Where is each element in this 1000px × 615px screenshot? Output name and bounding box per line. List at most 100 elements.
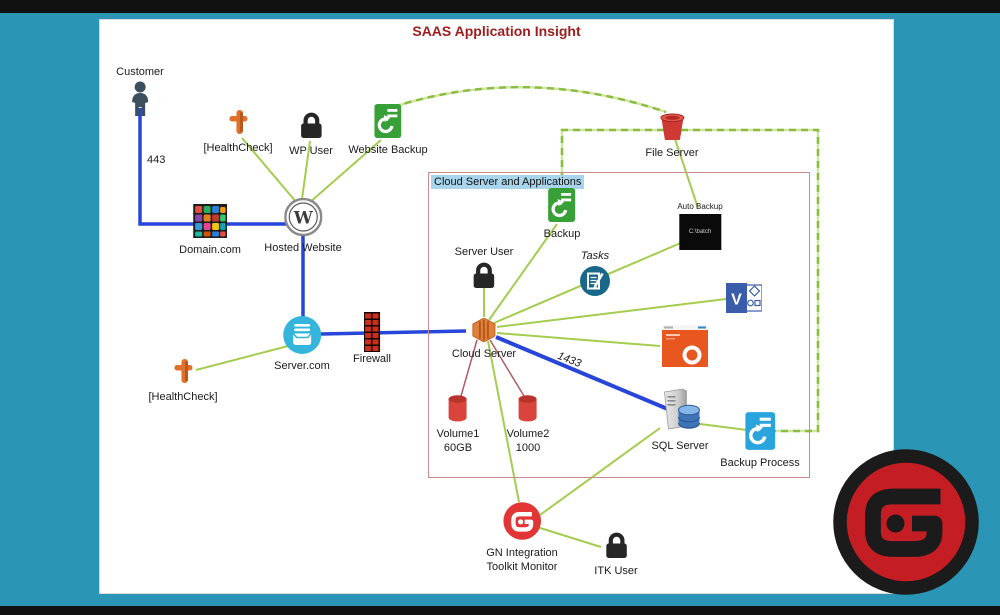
console-window-icon: C:\batch (679, 213, 721, 250)
server-com-label: Server.com (274, 360, 330, 372)
edge-hosted-healthcheck (241, 137, 298, 204)
cloud-server-label: Cloud Server (451, 348, 517, 360)
person-icon (127, 81, 153, 122)
padlock-icon (601, 531, 631, 564)
node-volume2: Volume2 1000 (506, 394, 550, 455)
bottom-black-bar (0, 606, 1000, 615)
node-backup-process: Backup Process (720, 411, 800, 470)
auto-backup-label: Auto Backup (677, 202, 723, 211)
g-logo-icon (833, 449, 979, 595)
hexagon-server-icon (471, 317, 497, 347)
edge-cloudserver-office (496, 332, 661, 347)
backup-green-icon (548, 188, 576, 227)
page-title: SAAS Application Insight (412, 23, 581, 39)
svg-text:V: V (731, 292, 742, 309)
edge-cloudserver-visio (496, 298, 727, 328)
node-domain: Domain.com (179, 204, 241, 257)
volume1-size: 60GB (443, 442, 473, 455)
customer-label: Customer (116, 66, 164, 78)
volume2-label: Volume2 (506, 428, 550, 440)
backup-blue-icon (744, 411, 775, 456)
edge-sqlserver-gnmonitor (539, 427, 661, 516)
node-sql-server: SQL Server (651, 388, 709, 453)
node-hosted-website: W Hosted Website (264, 197, 342, 255)
edge-cloudserver-gnmonitor (487, 340, 520, 503)
node-firewall: Firewall (353, 312, 391, 366)
app-grid-icon (193, 204, 227, 243)
file-server-label: File Server (645, 147, 699, 159)
edge-websitebackup-fileserver (392, 85, 667, 114)
node-website-backup: Website Backup (348, 104, 428, 157)
padlock-icon (469, 261, 499, 294)
edge-gnmonitor-itkuser (536, 526, 602, 548)
edge-cloudserver-sqlserver (495, 335, 671, 412)
node-wp-user: WP User (289, 111, 333, 158)
visio-icon: V (726, 283, 763, 318)
brand-logo (831, 447, 981, 597)
firewall-label: Firewall (353, 353, 391, 365)
node-healthcheck-server: [HealthCheck] (148, 357, 218, 404)
volume2-size: 1000 (515, 442, 541, 455)
edges-layer (138, 85, 820, 548)
node-auto-backup: Auto Backup C:\batch (677, 202, 723, 250)
bucket-icon (658, 111, 686, 146)
tasks-label: Tasks (580, 250, 610, 262)
node-server-com: Server.com (274, 316, 330, 373)
wordpress-icon: W (283, 197, 323, 241)
svg-text:W: W (292, 209, 313, 229)
edge-fileserver-autobackup (674, 138, 699, 209)
port-443-label: 443 (147, 154, 166, 166)
auto-backup-screen-text: C:\batch (688, 228, 712, 235)
edge-sqlserver-backupprocess (699, 423, 748, 431)
gn-monitor-label-line1: GN Integration (486, 547, 558, 559)
domain-label: Domain.com (179, 244, 241, 256)
edge-hosted-websitebackup (308, 139, 382, 204)
edge-backup-fileserver-backupprocess (560, 128, 820, 433)
node-office (662, 325, 708, 372)
healthcheck-icon (170, 357, 196, 390)
edge-servercom-healthcheck (195, 345, 289, 371)
node-cloud-server: Cloud Server (451, 317, 517, 361)
website-backup-label: Website Backup (348, 144, 428, 156)
node-backup: Backup (544, 188, 580, 241)
cloud-server-group-box: Cloud Server and Applications (428, 172, 810, 478)
node-healthcheck-web: [HealthCheck] (203, 108, 273, 155)
sql-server-label: SQL Server (651, 440, 709, 452)
node-customer: Customer (116, 66, 164, 122)
healthcheck-web-label: [HealthCheck] (203, 142, 273, 154)
padlock-icon (296, 111, 326, 144)
hosted-website-label: Hosted Website (264, 242, 342, 254)
edge-customer-domain (138, 108, 287, 226)
firewall-icon (364, 312, 380, 352)
gn-monitor-label-line2: Toolkit Monitor (486, 561, 558, 574)
node-itk-user: ITK User (594, 531, 638, 578)
healthcheck-server-label: [HealthCheck] (148, 391, 218, 403)
volume-cylinder-icon (517, 394, 539, 427)
node-volume1: Volume1 60GB (437, 394, 479, 455)
node-tasks: Tasks (579, 250, 611, 302)
server-user-label: Server User (454, 246, 514, 258)
volume-cylinder-icon (447, 394, 469, 427)
inbox-circle-icon (282, 316, 321, 359)
tasks-icon (579, 265, 611, 302)
edge-websitebackup-fileserver-base (392, 85, 667, 114)
edge-cloudserver-volume1 (460, 339, 478, 397)
node-visio: V (726, 283, 763, 318)
diagram-canvas: SAAS Application Insight Cloud Server an… (100, 20, 893, 593)
edge-cloudserver-volume2 (489, 339, 525, 397)
wp-user-label: WP User (289, 145, 333, 157)
node-file-server: File Server (645, 111, 699, 160)
office-icon (662, 325, 708, 372)
backup-process-label: Backup Process (720, 457, 800, 469)
cloud-server-group-label: Cloud Server and Applications (431, 175, 585, 189)
top-black-bar (0, 0, 1000, 13)
node-server-user: Server User (454, 246, 514, 294)
sql-server-icon (657, 388, 703, 439)
edge-servercom-cloudserver (320, 329, 467, 336)
itk-user-label: ITK User (594, 565, 638, 577)
backup-green-icon (374, 104, 402, 143)
node-gn-monitor: GN Integration Toolkit Monitor (486, 501, 558, 574)
edge-hosted-wpuser (301, 140, 311, 200)
gn-logo-icon (502, 501, 542, 546)
healthcheck-icon (225, 108, 251, 141)
